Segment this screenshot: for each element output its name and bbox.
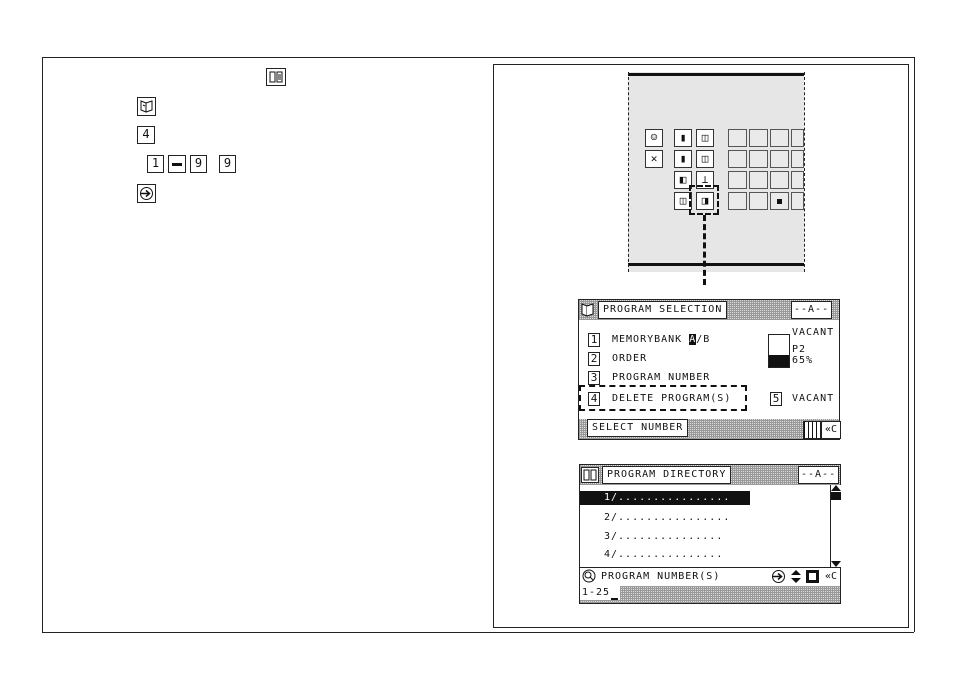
dash-icon (172, 163, 182, 166)
page-top-rule (42, 57, 914, 58)
keypad-button[interactable] (770, 192, 789, 210)
keypad-button[interactable] (791, 192, 804, 210)
program-row[interactable]: 4/............... (604, 548, 723, 562)
book-icon (267, 69, 285, 85)
program-selection-screen: PROGRAM SELECTION --A-- 1 MEMORYBANK A/B… (578, 299, 840, 440)
screen-title: PROGRAM SELECTION (598, 301, 727, 319)
program-row[interactable]: 1/................ (604, 491, 730, 505)
keypad-button[interactable] (728, 150, 747, 168)
up-down-arrows-icon[interactable] (789, 569, 803, 584)
key-9-label: 9 (224, 156, 231, 170)
program-row[interactable]: 3/............... (604, 530, 723, 544)
order-option[interactable]: ORDER (612, 352, 647, 366)
p2-label: P2 (792, 344, 806, 355)
keypad-button[interactable] (791, 150, 804, 168)
mode-indicator: --A-- (791, 301, 832, 319)
back-button[interactable]: «C (822, 569, 840, 584)
program-number-input[interactable]: 1-25 (580, 586, 620, 600)
key-9-label: 9 (195, 156, 202, 170)
expand-icon[interactable] (805, 569, 820, 584)
item-number[interactable]: 5 (770, 392, 782, 406)
input-value: 1-25 (582, 587, 610, 598)
page-right-rule (914, 57, 915, 632)
key-1[interactable]: 1 (147, 155, 164, 173)
panel-key-c-icon[interactable]: ▮ (674, 150, 692, 168)
panel-key-a-icon[interactable]: ▮ (674, 129, 692, 147)
key-4[interactable]: 4 (137, 126, 155, 144)
keypad-button[interactable] (749, 129, 768, 147)
page-left-rule (42, 57, 43, 632)
item-number[interactable]: 2 (588, 352, 600, 366)
program-numbers-label: PROGRAM NUMBER(S) (601, 570, 720, 584)
panel-right-dash (804, 72, 805, 272)
key-dash[interactable] (168, 155, 186, 173)
keypad-button[interactable] (791, 129, 804, 147)
keypad-button[interactable] (770, 171, 789, 189)
program-selection-key-icon[interactable] (137, 97, 156, 116)
grid-icon[interactable] (803, 421, 821, 439)
mode-indicator: --A-- (798, 466, 839, 484)
keypad-button[interactable] (728, 192, 747, 210)
highlight-delete-option (579, 385, 747, 411)
page-bottom-rule (42, 632, 914, 633)
program-directory-key-icon[interactable] (266, 68, 286, 86)
panel-key-b-icon[interactable]: ◫ (696, 129, 714, 147)
callout-line (703, 215, 706, 285)
text-cursor (611, 598, 618, 600)
person-key-icon[interactable]: ☺ (645, 129, 663, 147)
key-9-first[interactable]: 9 (190, 155, 207, 173)
panel-left-dash (628, 72, 629, 272)
open-book-icon (138, 98, 155, 115)
enter-key-icon[interactable] (137, 184, 156, 203)
vacant-slot-label: VACANT (792, 392, 834, 406)
keypad-button[interactable] (770, 150, 789, 168)
keypad-button[interactable] (749, 171, 768, 189)
open-book-icon (580, 302, 596, 318)
gauge-fill (769, 355, 789, 367)
item-number[interactable]: 1 (588, 333, 600, 347)
book-icon (581, 467, 599, 483)
select-number-prompt: SELECT NUMBER (587, 419, 688, 437)
program-row[interactable]: 2/................ (604, 511, 730, 525)
panel-key-d-icon[interactable]: ◫ (696, 150, 714, 168)
highlight-program-key (689, 185, 719, 215)
keypad-button[interactable] (749, 150, 768, 168)
panel-bottom-edge (628, 263, 804, 266)
key-4-label: 4 (142, 127, 149, 141)
dot-icon (777, 199, 782, 204)
person-cancel-key-icon[interactable]: ✕ (645, 150, 663, 168)
keypad-button[interactable] (728, 129, 747, 147)
key-9-second[interactable]: 9 (219, 155, 236, 173)
memory-gauge (768, 334, 790, 368)
keypad-button[interactable] (749, 192, 768, 210)
keypad-button[interactable] (728, 171, 747, 189)
enter-icon[interactable] (771, 569, 786, 584)
scrollbar[interactable] (830, 485, 841, 567)
p2-percent: 65% (792, 355, 813, 366)
keypad-button[interactable] (770, 129, 789, 147)
search-icon (582, 569, 597, 584)
screen-title: PROGRAM DIRECTORY (602, 466, 731, 484)
vacant-label: VACANT (792, 326, 834, 340)
memorybank-option[interactable]: MEMORYBANK A/B (612, 333, 710, 347)
keypad-button[interactable] (791, 171, 804, 189)
memorybank-label: MEMORYBANK (612, 334, 689, 345)
back-button[interactable]: «C (821, 421, 841, 439)
item-number[interactable]: 3 (588, 371, 600, 385)
scroll-thumb[interactable] (831, 492, 841, 500)
key-1-label: 1 (152, 156, 159, 170)
enter-arrow-icon (138, 185, 155, 202)
program-number-option[interactable]: PROGRAM NUMBER (612, 371, 710, 385)
program-directory-screen: PROGRAM DIRECTORY --A-- 1/..............… (579, 464, 841, 604)
bank-b-label: /B (696, 334, 710, 345)
panel-top-edge (628, 73, 804, 76)
scroll-up-icon[interactable] (831, 485, 841, 491)
